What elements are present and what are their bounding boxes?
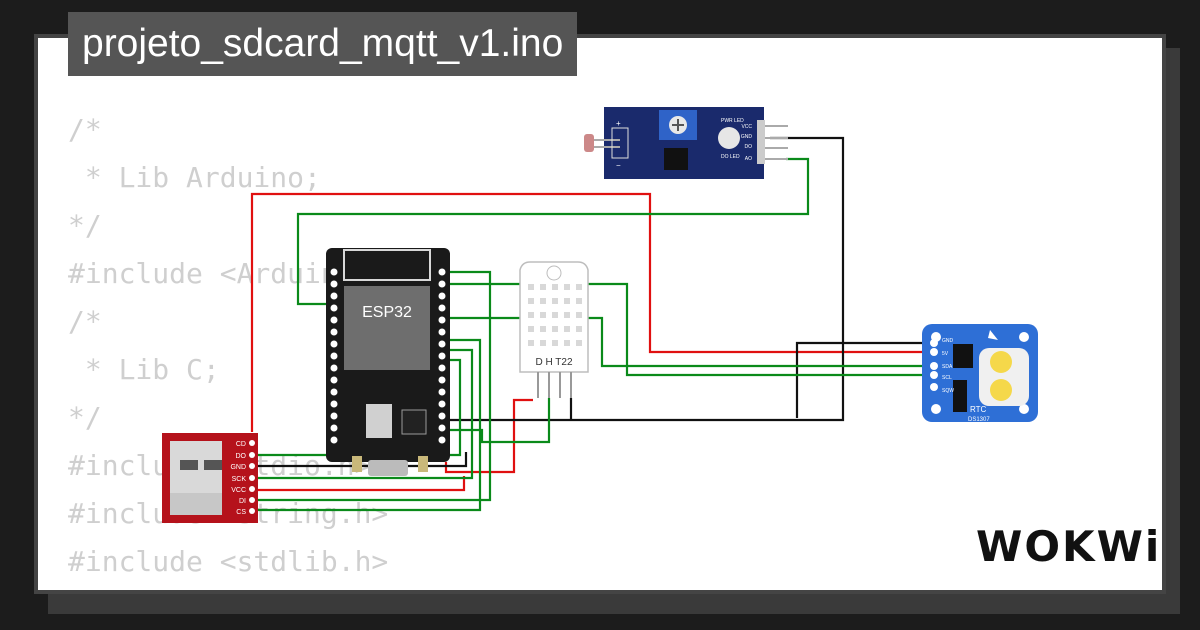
esp32-board: ESP32 <box>326 248 450 476</box>
sd-pin-di: DI <box>239 498 246 505</box>
svg-text:+: + <box>616 119 621 128</box>
wire-gnd-ldr <box>446 136 845 422</box>
wire-cs-sd <box>256 338 482 512</box>
ldr-pin-vcc: VCC <box>741 124 752 130</box>
code-line: /* <box>68 113 102 146</box>
code-line: * Lib C; <box>68 353 220 386</box>
code-line: * Lib Arduino; <box>68 161 321 194</box>
dht-label: D H T22 <box>535 357 572 368</box>
wire-gnd-rtc <box>795 341 930 418</box>
wire-scl-rtc <box>446 282 930 377</box>
sd-pin-do: DO <box>236 453 247 460</box>
dht22-sensor: D H T22 <box>519 261 589 398</box>
wire-di-sd <box>256 348 474 480</box>
wire-vcc-sd <box>256 476 466 492</box>
rtc-chip-label: DS1307 <box>968 417 990 423</box>
rtc-module: GND 5V SDA SCL SQW RTC DS1307 <box>922 324 1038 423</box>
rtc-pin-sda: SDA <box>942 364 953 370</box>
wire-data-dht <box>446 398 551 444</box>
ldr-label-pwr: PWR LED <box>721 118 744 124</box>
sd-pin-sck: SCK <box>232 476 247 483</box>
esp32-label: ESP32 <box>362 304 412 321</box>
rtc-label: RTC <box>970 405 987 414</box>
code-line: #include <stdlib.h> <box>68 545 389 578</box>
sd-pin-vcc: VCC <box>231 487 246 494</box>
ldr-label-do: DO LED <box>721 154 740 160</box>
ldr-pin-gnd: GND <box>741 134 753 140</box>
svg-text:−: − <box>616 161 621 170</box>
wokwi-logo: WOKWi <box>976 522 1162 571</box>
wire-vcc-rtc <box>250 192 930 432</box>
sd-pin-cs: CS <box>236 509 246 516</box>
sd-pin-gnd: GND <box>230 464 246 471</box>
wire-ao-ldr <box>296 157 810 306</box>
rtc-pin-sqw: SQW <box>942 388 954 394</box>
code-line: */ <box>68 209 102 242</box>
ldr-module: + − PWR LED DO LED VCC GND DO AO <box>584 107 788 179</box>
project-title: projeto_sdcard_mqtt_v1.ino <box>68 12 578 76</box>
wire-gnd-sd <box>256 452 468 468</box>
rtc-pin-scl: SCL <box>942 375 952 381</box>
code-line: */ <box>68 401 102 434</box>
rtc-pin-gnd: GND <box>942 338 954 344</box>
code-line: /* <box>68 305 102 338</box>
photoresistor-icon <box>584 134 620 152</box>
sd-pin-cd: CD <box>236 441 246 448</box>
ldr-pin-do: DO <box>745 144 753 150</box>
rtc-pin-5v: 5V <box>942 351 949 357</box>
wire-vcc-dht <box>444 398 533 474</box>
sd-card-module: CD DO GND SCK VCC DI CS <box>162 433 258 523</box>
ldr-pin-ao: AO <box>745 156 752 162</box>
wire-sck-sd <box>256 270 492 502</box>
